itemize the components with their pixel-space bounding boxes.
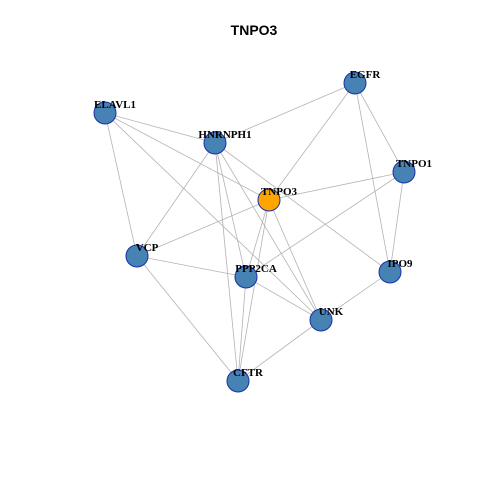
node-egfr: EGFR	[343, 69, 382, 95]
node-circle-tnpo3	[257, 188, 281, 212]
edge-hnrnph1-cftr	[214, 142, 239, 382]
edge-tnpo3-ppp2ca	[245, 199, 270, 278]
node-elavl1: ELAVL1	[93, 99, 136, 125]
node-label-elavl1: ELAVL1	[94, 99, 136, 111]
edge-tnpo3-tnpo1	[268, 171, 405, 201]
edge-hnrnph1-egfr	[214, 82, 356, 144]
edge-vcp-cftr	[136, 255, 239, 382]
node-cftr: CFTR	[226, 367, 264, 393]
node-circle-unk	[309, 308, 333, 332]
edge-ppp2ca-cftr	[237, 276, 247, 382]
node-circle-vcp	[125, 244, 149, 268]
edge-ppp2ca-unk	[245, 276, 322, 321]
node-tnpo3: TNPO3	[257, 186, 298, 212]
node-label-ppp2ca: PPP2CA	[235, 263, 277, 275]
edge-tnpo3-unk	[268, 199, 322, 321]
edge-hnrnph1-ipo9	[214, 142, 391, 273]
edge-tnpo3-vcp	[136, 199, 270, 257]
node-circle-ipo9	[378, 260, 402, 284]
node-unk: UNK	[309, 306, 344, 332]
node-circle-ppp2ca	[234, 265, 258, 289]
node-ppp2ca: PPP2CA	[234, 263, 277, 289]
node-hnrnph1: HNRNPH1	[198, 129, 252, 155]
node-circle-tnpo1	[392, 160, 416, 184]
node-label-cftr: CFTR	[233, 367, 264, 379]
node-label-tnpo1: TNPO1	[396, 158, 432, 170]
node-tnpo1: TNPO1	[392, 158, 432, 184]
node-label-egfr: EGFR	[350, 69, 382, 81]
edge-elavl1-vcp	[104, 112, 138, 257]
node-circle-egfr	[343, 71, 367, 95]
edge-hnrnph1-unk	[214, 142, 322, 321]
edge-egfr-tnpo3	[268, 82, 356, 201]
edge-unk-cftr	[237, 319, 322, 382]
edge-hnrnph1-vcp	[136, 142, 216, 257]
edge-vcp-ppp2ca	[136, 255, 247, 278]
edge-elavl1-hnrnph1	[104, 112, 216, 144]
diagram-title: TNPO3	[231, 22, 278, 38]
node-label-hnrnph1: HNRNPH1	[198, 129, 251, 141]
edge-egfr-tnpo1	[354, 82, 405, 173]
edge-elavl1-unk	[104, 112, 322, 321]
edge-layer	[104, 82, 405, 382]
node-label-unk: UNK	[319, 306, 344, 318]
edge-tnpo3-cftr	[237, 199, 270, 382]
edge-egfr-ipo9	[354, 82, 391, 273]
node-label-tnpo3: TNPO3	[261, 186, 298, 198]
node-label-vcp: VCP	[136, 242, 159, 254]
node-circle-cftr	[226, 369, 250, 393]
edge-ipo9-unk	[320, 271, 391, 321]
edge-tnpo1-ppp2ca	[245, 171, 405, 278]
node-circle-elavl1	[93, 101, 117, 125]
node-ipo9: IPO9	[378, 258, 413, 284]
node-circle-hnrnph1	[203, 131, 227, 155]
edge-elavl1-tnpo3	[104, 112, 270, 201]
node-vcp: VCP	[125, 242, 159, 268]
edge-tnpo1-ipo9	[389, 171, 405, 273]
node-label-ipo9: IPO9	[387, 258, 413, 270]
edge-hnrnph1-ppp2ca	[214, 142, 247, 278]
